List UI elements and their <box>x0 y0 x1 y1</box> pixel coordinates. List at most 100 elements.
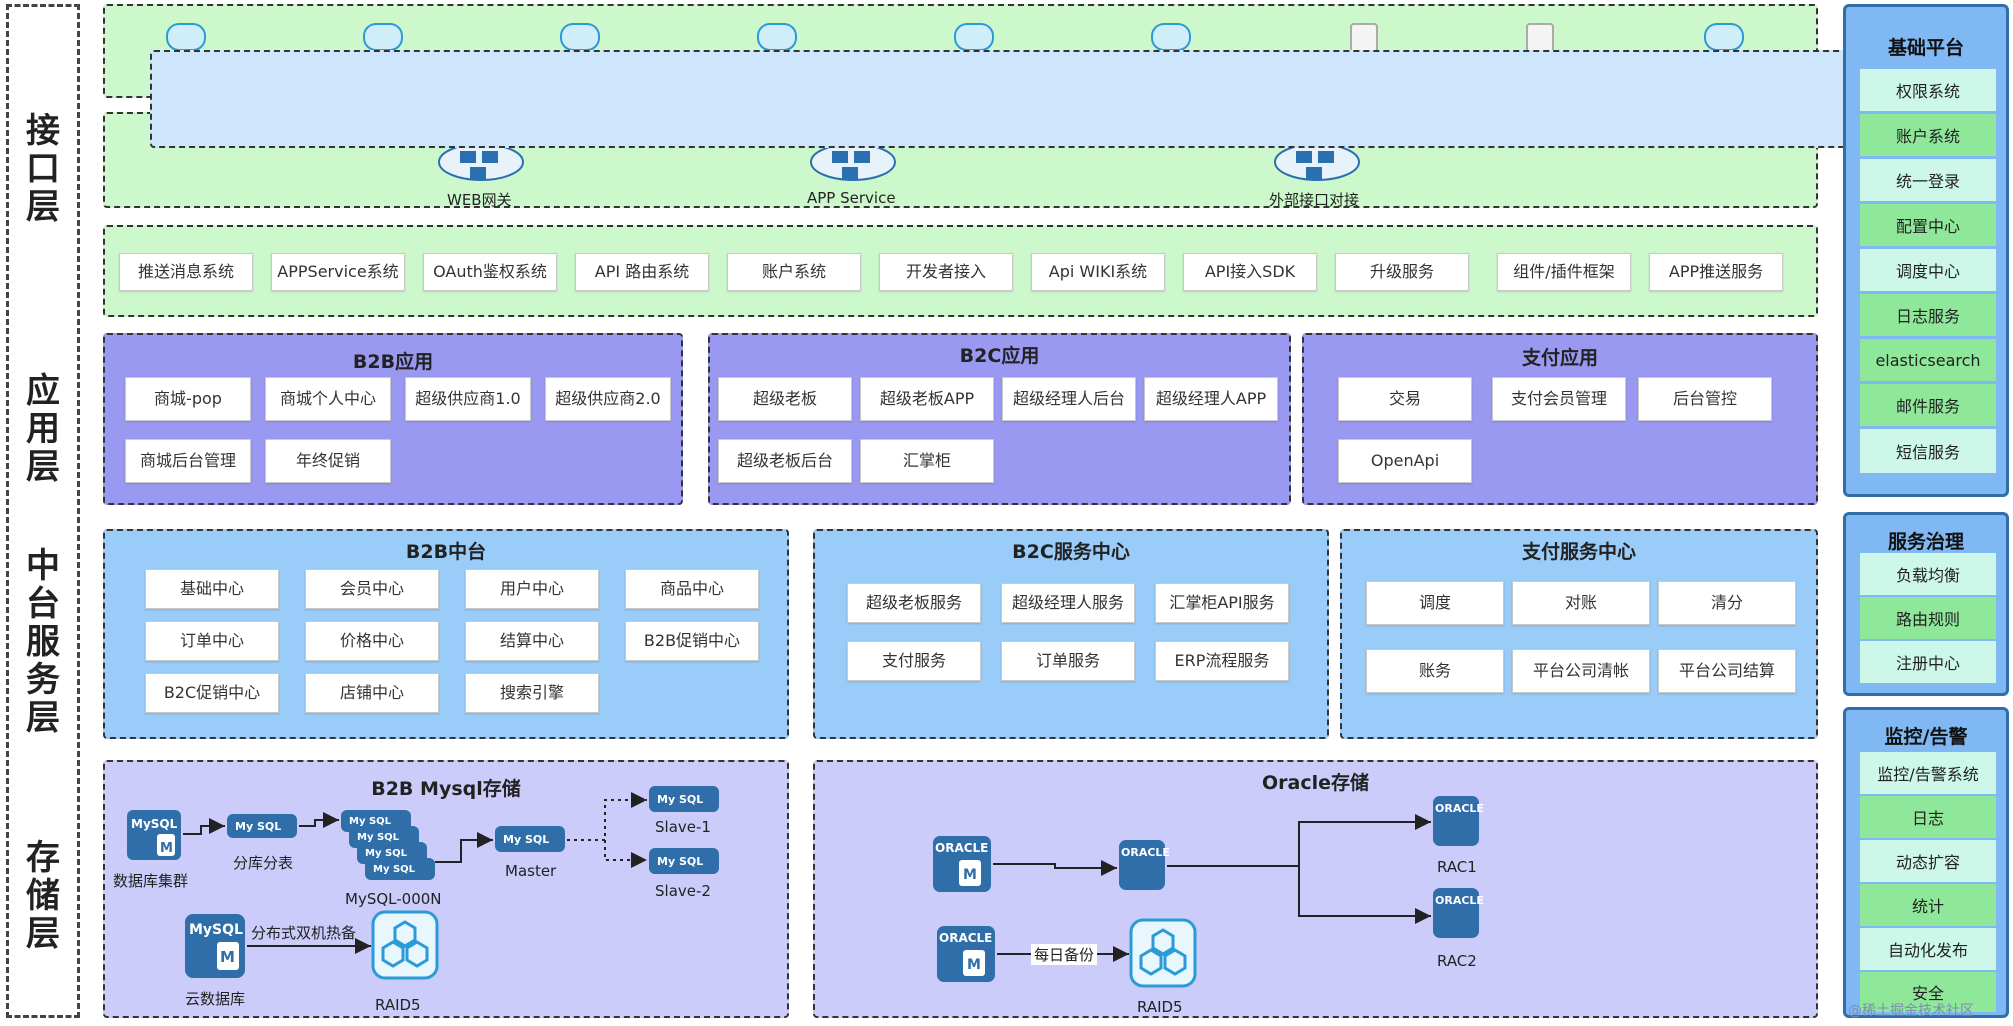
monitor-item[interactable]: 自动化发布 <box>1860 928 1996 970</box>
oracle-storage-box: Oracle存储 ORACLE M ORACLE ORACLE ORACLE O… <box>813 760 1818 1018</box>
b2c-app-item[interactable]: 超级老板APP <box>860 377 994 421</box>
b2c-mid-item[interactable]: ERP流程服务 <box>1155 641 1289 681</box>
interface-item[interactable]: APPService系统 <box>271 253 405 291</box>
mysql-master-icon: My SQL <box>495 826 565 852</box>
platform-item[interactable]: 统一登录 <box>1860 159 1996 201</box>
b2b-mid-item[interactable]: B2C促销中心 <box>145 673 279 713</box>
monitor-item[interactable]: 统计 <box>1860 884 1996 926</box>
monitor-item[interactable]: 日志 <box>1860 796 1996 838</box>
app-service-label: APP Service <box>807 189 896 207</box>
b2c-mid-item[interactable]: 超级经理人服务 <box>1001 583 1135 623</box>
b2b-app-item[interactable]: 年终促销 <box>265 439 391 483</box>
mysql-master-text: My SQL <box>503 833 549 846</box>
b2c-app-item[interactable]: 超级老板 <box>718 377 852 421</box>
oracle-source-icon: ORACLE M <box>933 836 991 892</box>
b2b-app-item[interactable]: 商城个人中心 <box>265 377 391 421</box>
pay-app-item[interactable]: 交易 <box>1338 377 1472 421</box>
b2b-app-item[interactable]: 超级供应商2.0 <box>545 377 671 421</box>
middle-layer-label: 中台服务层 <box>9 547 77 737</box>
pay-app-item[interactable]: OpenApi <box>1338 439 1472 483</box>
mysql-raid-label: RAID5 <box>375 996 421 1014</box>
b2b-mid-item[interactable]: 订单中心 <box>145 621 279 661</box>
interface-item[interactable]: 升级服务 <box>1335 253 1469 291</box>
interface-item[interactable]: APP推送服务 <box>1649 253 1783 291</box>
platform-item[interactable]: 账户系统 <box>1860 114 1996 156</box>
interface-item[interactable]: 账户系统 <box>727 253 861 291</box>
platform-item[interactable]: 调度中心 <box>1860 249 1996 291</box>
b2c-mid-item[interactable]: 支付服务 <box>847 641 981 681</box>
platform-item[interactable]: 邮件服务 <box>1860 384 1996 426</box>
pay-app-item[interactable]: 支付会员管理 <box>1492 377 1626 421</box>
platform-item[interactable]: 短信服务 <box>1860 429 1996 473</box>
rac1-label: RAC1 <box>1437 858 1477 876</box>
interface-item[interactable]: 推送消息系统 <box>119 253 253 291</box>
interface-item[interactable]: Api WIKI系统 <box>1031 253 1165 291</box>
mysql-icon-text: MySQL <box>131 817 178 831</box>
b2c-app-item[interactable]: 超级老板后台 <box>718 439 852 483</box>
mysql-slave2-label: Slave-2 <box>655 882 711 900</box>
pay-mid-item[interactable]: 对账 <box>1512 581 1650 625</box>
pay-mid-title: 支付服务中心 <box>1521 541 1636 563</box>
b2b-mid-item[interactable]: 会员中心 <box>305 569 439 609</box>
governance-item[interactable]: 负载均衡 <box>1860 553 1996 595</box>
b2b-app-item[interactable]: 商城后台管理 <box>125 439 251 483</box>
pay-mid-item[interactable]: 平台公司清帐 <box>1512 649 1650 693</box>
mysql-slave1-label: Slave-1 <box>655 818 711 836</box>
b2c-mid-title: B2C服务中心 <box>1012 541 1130 563</box>
oracle-source-text: ORACLE <box>935 841 988 855</box>
monitor-item[interactable]: 动态扩容 <box>1860 840 1996 882</box>
mysql-stack-text-4: My SQL <box>373 864 416 875</box>
b2b-mid-item[interactable]: 搜索引擎 <box>465 673 599 713</box>
platform-item[interactable]: 权限系统 <box>1860 69 1996 111</box>
interface-layer-text: 接口层 <box>26 111 60 227</box>
middle-layer-text: 中台服务层 <box>26 546 60 738</box>
pay-mid-item[interactable]: 账务 <box>1366 649 1504 693</box>
b2b-mid-item[interactable]: 商品中心 <box>625 569 759 609</box>
mysql-stack-text-2: My SQL <box>357 832 400 843</box>
cloud-icon <box>166 23 1744 51</box>
b2b-mid-item[interactable]: 结算中心 <box>465 621 599 661</box>
b2b-mid-item[interactable]: B2B促销中心 <box>625 621 759 661</box>
governance-item[interactable]: 路由规则 <box>1860 597 1996 639</box>
mysql-instances-label: MySQL-000N <box>345 890 442 908</box>
pay-app-item[interactable]: 后台管控 <box>1638 377 1772 421</box>
mysql-stack-text-1: My SQL <box>349 816 392 827</box>
pay-mid-item[interactable]: 平台公司结算 <box>1658 649 1796 693</box>
b2c-app-item[interactable]: 超级经理人APP <box>1144 377 1278 421</box>
platform-item[interactable]: elasticsearch <box>1860 339 1996 381</box>
pay-mid-item[interactable]: 调度 <box>1366 581 1504 625</box>
b2c-app-item[interactable]: 超级经理人后台 <box>1002 377 1136 421</box>
monitor-item[interactable]: 监控/告警系统 <box>1860 752 1996 794</box>
arrow-node-to-rac2 <box>1298 866 1431 924</box>
b2b-mid-box: B2B中台 基础中心 会员中心 用户中心 商品中心 订单中心 价格中心 结算中心… <box>103 529 789 739</box>
mysql-slave1-icon: My SQL <box>649 786 719 812</box>
b2b-mid-item[interactable]: 用户中心 <box>465 569 599 609</box>
b2b-mid-item[interactable]: 基础中心 <box>145 569 279 609</box>
interface-items-row: 推送消息系统 APPService系统 OAuth鉴权系统 API 路由系统 账… <box>103 225 1818 317</box>
governance-item[interactable]: 注册中心 <box>1860 641 1996 683</box>
monitor-item[interactable]: 安全 <box>1860 972 1996 1012</box>
rac1-icon-text: ORACLE <box>1435 802 1484 815</box>
interface-item[interactable]: 组件/插件框架 <box>1497 253 1631 291</box>
b2c-mid-item[interactable]: 超级老板服务 <box>847 583 981 623</box>
b2c-mid-item[interactable]: 订单服务 <box>1001 641 1135 681</box>
interface-item[interactable]: API 路由系统 <box>575 253 709 291</box>
b2c-mid-item[interactable]: 汇掌柜API服务 <box>1155 583 1289 623</box>
platform-item[interactable]: 配置中心 <box>1860 204 1996 246</box>
overlay-bar <box>150 50 1868 148</box>
oracle-backup-text: ORACLE <box>939 931 992 945</box>
b2b-mid-item[interactable]: 店铺中心 <box>305 673 439 713</box>
interface-item[interactable]: API接入SDK <box>1183 253 1317 291</box>
application-layer-text: 应用层 <box>26 371 60 487</box>
mysql-instances-stack <box>341 810 435 880</box>
platform-item[interactable]: 日志服务 <box>1860 294 1996 336</box>
b2c-app-item[interactable]: 汇掌柜 <box>860 439 994 483</box>
b2b-mid-title: B2B中台 <box>405 541 487 563</box>
pay-mid-item[interactable]: 清分 <box>1658 581 1796 625</box>
b2b-app-item[interactable]: 商城-pop <box>125 377 251 421</box>
interface-item[interactable]: OAuth鉴权系统 <box>423 253 557 291</box>
b2b-mid-item[interactable]: 价格中心 <box>305 621 439 661</box>
interface-item[interactable]: 开发者接入 <box>879 253 1013 291</box>
b2b-app-item[interactable]: 超级供应商1.0 <box>405 377 531 421</box>
pay-app-box: 支付应用 交易 支付会员管理 后台管控 OpenApi <box>1302 333 1818 505</box>
